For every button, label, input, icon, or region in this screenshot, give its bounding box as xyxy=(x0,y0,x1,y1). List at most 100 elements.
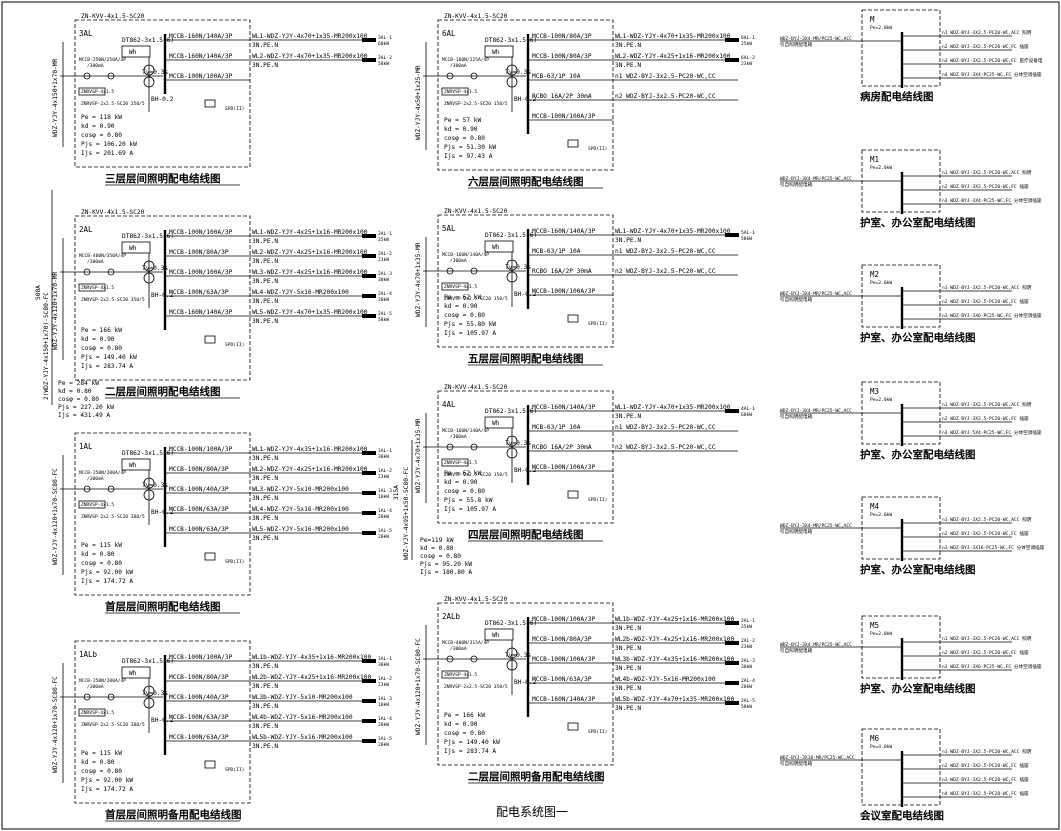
circuit-dest-label: 5AL-1 xyxy=(741,230,755,236)
calc-ijs: Ijs = 105.97 A xyxy=(444,330,496,337)
circuit-cable-label: WL2-WDZ-YJY-4x25+1x16-MR200x100 xyxy=(252,249,368,256)
spd-box xyxy=(441,458,469,467)
feeder-a-kd: kd = 0.80 xyxy=(58,388,92,395)
circuit-dest-label: 2AL-5 xyxy=(741,698,755,704)
circuit-terminal-icon xyxy=(362,254,376,258)
bh-label: BH-0.2 xyxy=(151,717,174,724)
room-circuit-label: n1 WDZ-BYJ-3X2.5-PC20-WC,ACC 照明 xyxy=(942,636,1032,642)
circuit-kw-label: 60kW xyxy=(741,412,752,418)
circuit-breaker-label: MCCB-100N/80A/3P xyxy=(532,53,592,60)
calc-pe: Pe = 166 kW xyxy=(444,712,485,719)
circuit-dest-label: 2AL-4 xyxy=(378,291,392,297)
circuit-breaker-label: MCCB-100N/80A/3P xyxy=(532,636,592,643)
panel-enclosure xyxy=(74,215,251,381)
main-breaker-label: MCCB-400N/350A/4P xyxy=(79,253,126,259)
panel-enclosure xyxy=(74,640,251,804)
meter-wh-label: Wh xyxy=(492,632,500,639)
circuit-kw-label: 20kW xyxy=(378,297,389,303)
calc-pjs: Pjs = 55.8 kW xyxy=(444,497,493,504)
circuit-terminal-icon xyxy=(362,58,376,62)
circuit-cable-label: WL2-WDZ-YJY-4x70+1x35-MR200x100 xyxy=(252,53,368,60)
calc-ijs: Ijs = 283.74 A xyxy=(444,748,496,755)
circuit-row: MCCB-100N/100A/3P WL3b-WDZ-YJY-4x35+1x16-… xyxy=(528,656,755,672)
spd-device-box xyxy=(204,760,216,769)
calc-cos: cosφ = 0.80 xyxy=(81,132,122,139)
panel-5al: ZN-KVV-4x1.5-SC205ALDT862-3x1.5(6)WhMCCB… xyxy=(415,208,755,366)
spd-device-label: SPD(II) xyxy=(588,729,607,735)
circuit-breaker-label: RCBO 16A/2P 30mA xyxy=(532,444,592,451)
spd-device-box xyxy=(567,314,579,323)
circuit-cable-label: WL1-WDZ-YJY-4x70+1x35-MR200x100 xyxy=(615,404,731,411)
circuit-phase-label: 3N.PE.N xyxy=(615,62,641,69)
spd-box xyxy=(78,500,106,509)
circuit-breaker-label: MCCB-100N/40A/3P xyxy=(169,694,229,701)
circuit-cable-label: WL4-WDZ-YJY-5x16-MR200x100 xyxy=(252,506,349,513)
room-circuit-label: n2 WDZ-BYJ-3X2.5-PC20-WC,FC 插座 xyxy=(942,415,1029,422)
panel-4al: ZN-KVV-4x1.5-SC204ALDT862-3x1.5(6)WhMCCB… xyxy=(415,384,755,542)
incoming-cable: WDZ-BYJ-3X4-MR/PC25-WC,ACC xyxy=(780,642,852,648)
panel-title: 五层层间照明配电结线图 xyxy=(468,352,584,365)
riser-cable-label: WDZ-YJY-4x120+1x70-SC80-FC xyxy=(415,638,422,735)
feeder-a-pjs: Pjs = 227.20 kW xyxy=(58,404,114,411)
spd-device-box xyxy=(567,490,579,499)
meter-wh-label: Wh xyxy=(492,244,500,251)
room-box-id: M1 xyxy=(870,155,879,164)
circuit-cable-label: n2 WDZ-BYJ-3x2.5-PC20-WC,CC xyxy=(615,268,716,275)
circuit-terminal-icon xyxy=(362,38,376,42)
room-box-m6: M6Pe=4.0kWWDZ-BYJ-3X10-MR/PC25-WC,ACC引自照… xyxy=(780,728,1032,822)
room-circuit-label: n4 WDZ-BYJ-3X2.5-PC20-WC,FC 插座 xyxy=(942,790,1029,797)
circuit-kw-label: 20kW xyxy=(378,742,389,748)
panel-title: 四层层间照明配电结线图 xyxy=(468,528,584,541)
circuit-cable-label: WL3b-WDZ-YJY-5x10-MR200x100 xyxy=(252,694,353,701)
room-box-id: M2 xyxy=(870,270,879,279)
circuit-cable-label: WL3b-WDZ-YJY-4x35+1x16-MR200x100 xyxy=(615,656,734,663)
ct-label: ZNRVSP-2x2.5-SC20 250/5 xyxy=(81,101,145,107)
spd-label: ZNRVSP-4x1.5 xyxy=(81,89,114,95)
spd-device-box xyxy=(567,139,579,148)
panel-enclosure xyxy=(437,214,614,348)
circuit-dest-label: 2AL-1 xyxy=(741,618,755,624)
panel-1alb: 1ALbDT862-3x1.5(6)WhMCCB-250N/200A/4P/30… xyxy=(52,640,392,822)
panel-2al: ZN-KVV-4x1.5-SC202ALDT862-3x1.5(6)WhMCCB… xyxy=(52,209,392,399)
spd-device-box xyxy=(204,552,216,561)
main-breaker-label: MCCB-250N/200A/4P xyxy=(79,470,126,476)
circuit-terminal-icon xyxy=(362,491,376,495)
circuit-breaker-label: MCCB-160N/140A/3P xyxy=(169,33,233,40)
room-box-m: MPe=2.0kWWDZ-BYJ-3X4-MR/PC25-WC,ACC引自照明配… xyxy=(780,9,1043,103)
bh-label: BH-0.2 xyxy=(514,291,537,298)
circuit-dest-label: 1AL-1 xyxy=(378,656,392,662)
circuit-phase-label: 3N.PE.N xyxy=(252,663,278,670)
breaker-contact-icon xyxy=(107,693,115,701)
circuit-cable-label: WL2-WDZ-YJY-4x25+1x16-MR200x100 xyxy=(615,53,731,60)
circuit-breaker-label: MCCB-100N/100A/3P xyxy=(532,656,596,663)
circuit-terminal-icon xyxy=(362,294,376,298)
calc-pe: Pe = 115 kW xyxy=(81,542,122,549)
meter-wh-label: Wh xyxy=(129,49,137,56)
circuit-cable-label: WL2b-WDZ-YJY-4x25+1x16-MR200x100 xyxy=(615,636,734,643)
riser-cable-label: WDZ-YJY-4x120+1x70-MR xyxy=(52,271,59,350)
circuit-breaker-label: MCCB-100N/63A/3P xyxy=(169,506,229,513)
circuit-dest-label: 2AL-1 xyxy=(378,231,392,237)
circuit-kw-label: 58kW xyxy=(741,704,752,710)
circuit-dest-label: 2AL-5 xyxy=(378,311,392,317)
incoming-source: 引自照明配电箱 xyxy=(780,413,813,420)
meter-box xyxy=(484,628,514,641)
calc-cos: cosφ = 0.80 xyxy=(81,345,122,352)
calc-pe: Pe = 62 kW xyxy=(444,294,482,301)
circuit-terminal-icon xyxy=(362,739,376,743)
spd-device-label: SPD(II) xyxy=(588,146,607,152)
control-cable-label: ZN-KVV-4x1.5-SC20 xyxy=(444,208,508,215)
circuit-breaker-label: MCCB-100N/80A/3P xyxy=(169,674,229,681)
room-circuit-label: n2 WDZ-BYJ-3X2.5-PC20-WC,FC 插座 xyxy=(942,762,1029,769)
room-circuit-label: n3 WDZ-BYJ-3X4-PC25-WC,FC 分体空调插座 xyxy=(942,197,1042,204)
panel-title: 二层层间照明备用配电结线图 xyxy=(468,770,605,783)
spd-device-label: SPD(II) xyxy=(588,321,607,327)
ct-label: ZNRVSP-2x2.5-SC20 150/5 xyxy=(444,101,508,107)
circuit-breaker-label: MCCB-100N/100A/3P xyxy=(532,113,596,120)
circuit-cable-label: WL5-WDZ-YJY-4x70+1x35-MR200x100 xyxy=(252,309,368,316)
